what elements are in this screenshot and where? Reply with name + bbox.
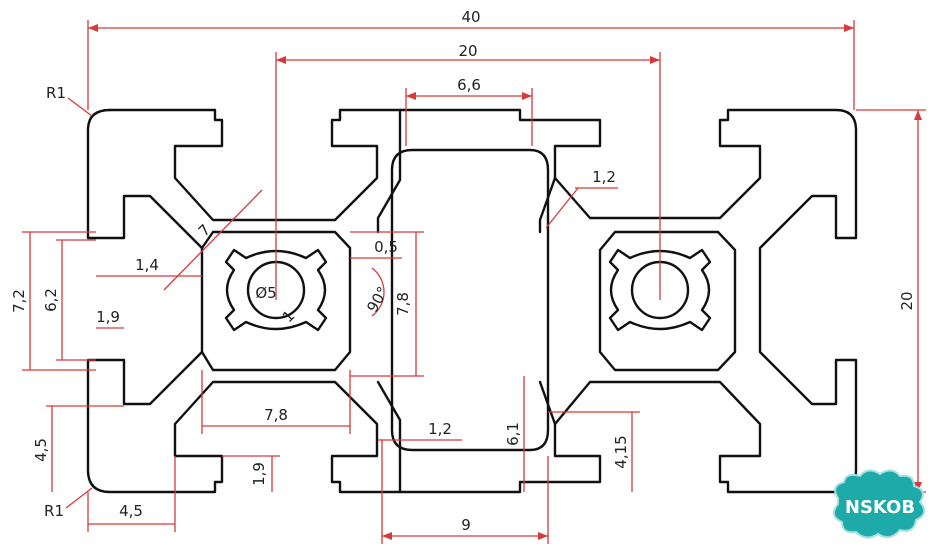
dim-rib-thickness: 1,2 (592, 168, 616, 186)
watermark-text: NSKOB (845, 497, 915, 518)
dim-core-height: 7,8 (394, 292, 412, 316)
watermark-cloud-shape (832, 469, 926, 539)
dim-bore-diameter: Ø5 (255, 284, 276, 302)
dim-slot-bottom: 9 (461, 516, 471, 534)
left-bore (224, 248, 328, 332)
dim-slot-top: 6,6 (457, 76, 481, 94)
dim-corner-radius-top: R1 (46, 84, 66, 102)
right-bore (608, 248, 712, 332)
dim-lip-height-bottom: 1,9 (250, 462, 268, 486)
profile-outline (86, 108, 858, 494)
dim-slot-width-bottom: 4,5 (119, 502, 143, 520)
dim-core-width: 7,8 (264, 406, 288, 424)
dim-slot-height-inner: 6,2 (42, 288, 60, 312)
dim-lip-width: 1,9 (96, 308, 120, 326)
profile-left-outer (86, 108, 402, 494)
dimension-lines (22, 20, 926, 544)
profile-center-slot (376, 143, 557, 458)
profile-right-core (598, 230, 737, 372)
dim-overall-height: 20 (898, 291, 916, 310)
profile-center-chamber (390, 148, 550, 452)
watermark-badge: NSKOB (832, 469, 926, 539)
dim-overall-width: 40 (461, 8, 480, 26)
dim-web-thickness: 1,2 (428, 420, 452, 438)
dim-core-gap: 0,5 (374, 238, 398, 256)
dim-center-slot-height: 6,1 (504, 422, 522, 446)
dim-slot-height-outer: 7,2 (10, 289, 28, 313)
dim-core-diagonal: 7 (195, 221, 214, 240)
dim-lip-thickness-left: 1,4 (135, 256, 159, 274)
dim-slot-depth-left: 4,5 (32, 438, 50, 462)
profile-right-contour (398, 108, 858, 494)
dim-groove-depth-right: 4,15 (612, 435, 630, 468)
profile-left-core (200, 230, 352, 372)
dim-corner-radius-bottom: R1 (44, 502, 64, 520)
dim-center-spacing: 20 (458, 42, 477, 60)
dimension-labels: 40 20 6,6 1,2 20 R1 R1 7,2 6,2 1,4 1,9 7… (10, 8, 916, 534)
profile-left-contour (108, 108, 402, 222)
dim-core-angle: 90° (363, 283, 392, 315)
